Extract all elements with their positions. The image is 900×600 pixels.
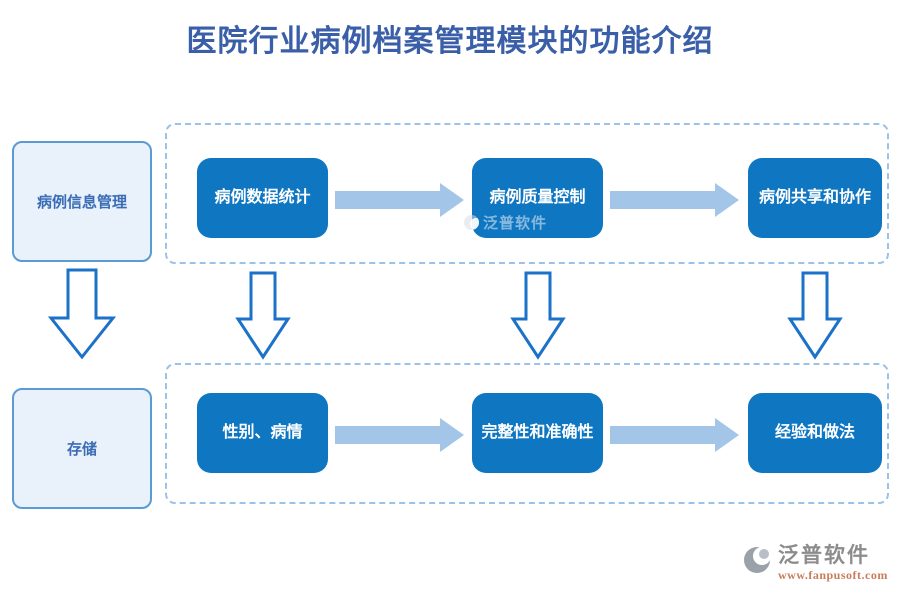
bottom-process-group — [165, 363, 889, 504]
brand-name: 泛普软件 — [778, 543, 870, 567]
step-label: 病例质量控制 — [489, 189, 586, 207]
box-case-info-management: 病例信息管理 — [12, 141, 152, 262]
box-storage-label: 存储 — [66, 441, 97, 458]
step-case-sharing-collaboration: 病例共享和协作 — [748, 158, 882, 238]
brand-text: 泛普软件 www.fanpusoft.com — [778, 543, 888, 583]
top-process-group — [165, 123, 889, 264]
fanpu-logo-icon — [744, 547, 771, 573]
step-case-quality-control: 病例质量控制 — [472, 158, 603, 238]
box-storage: 存储 — [12, 388, 152, 509]
right-arrow-icon — [610, 183, 739, 217]
step-label: 经验和做法 — [774, 424, 855, 442]
box-case-info-label: 病例信息管理 — [36, 194, 127, 211]
page-title: 医院行业病例档案管理模块的功能介绍 — [186, 25, 714, 58]
right-arrow-icon — [335, 183, 464, 217]
step-experience-practices: 经验和做法 — [748, 393, 882, 473]
step-gender-condition: 性别、病情 — [197, 393, 328, 473]
down-arrow-icon — [48, 268, 116, 360]
step-case-data-statistics: 病例数据统计 — [197, 158, 328, 238]
step-completeness-accuracy: 完整性和准确性 — [472, 393, 603, 473]
down-arrow-icon — [235, 271, 291, 360]
fanpu-brand: 泛普软件 www.fanpusoft.com — [742, 543, 888, 583]
watermark-text: 泛普软件 — [483, 215, 548, 232]
right-arrow-icon — [610, 418, 739, 452]
step-label: 性别、病情 — [222, 424, 303, 442]
step-label: 病例共享和协作 — [758, 189, 871, 207]
down-arrow-icon — [510, 271, 566, 360]
down-arrow-icon — [787, 271, 843, 360]
right-arrow-icon — [335, 418, 464, 452]
brand-url: www.fanpusoft.com — [778, 568, 888, 583]
step-label: 完整性和准确性 — [481, 424, 594, 442]
watermark: 泛普软件 — [464, 212, 547, 233]
watermark-logo-icon — [464, 215, 479, 230]
step-label: 病例数据统计 — [214, 189, 311, 207]
